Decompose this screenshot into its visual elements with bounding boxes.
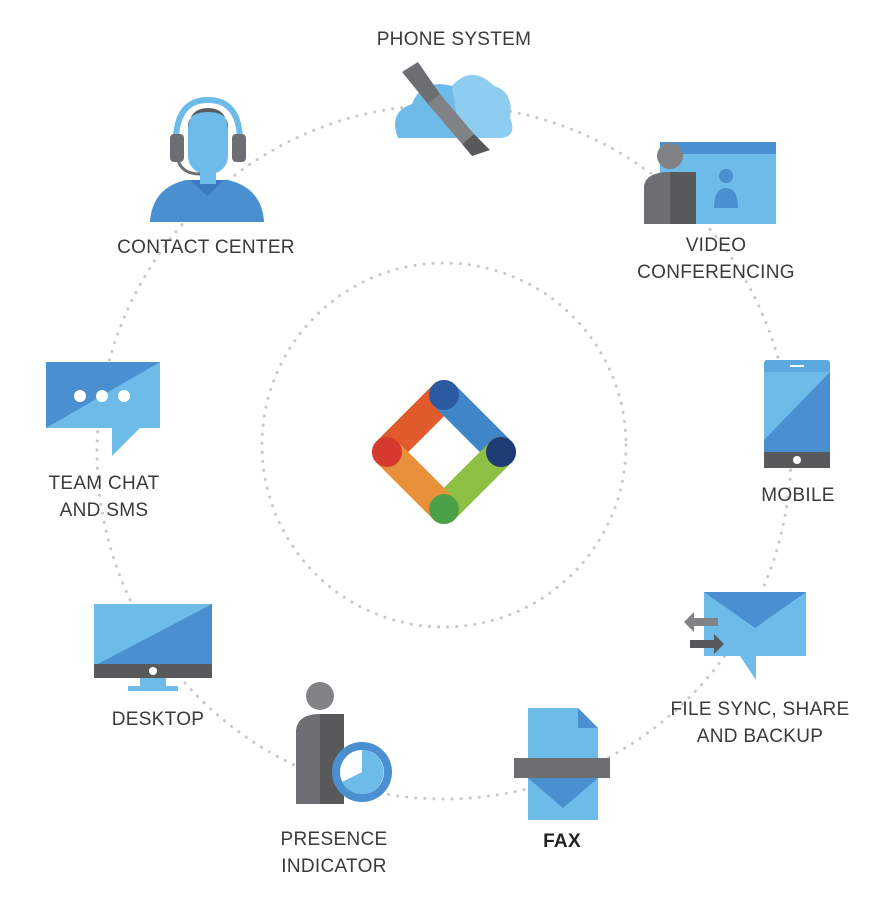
label-phone-system: PHONE SYSTEM bbox=[376, 29, 532, 50]
label-video-conferencing: VIDEO CONFERENCING bbox=[637, 235, 795, 283]
label-team-chat: TEAM CHAT AND SMS bbox=[48, 473, 160, 521]
diamond-logo-icon bbox=[372, 380, 516, 524]
file-sync-envelope-icon bbox=[684, 592, 806, 680]
label-file-sync: FILE SYNC, SHARE AND BACKUP bbox=[670, 699, 850, 747]
mobile-phone-icon bbox=[764, 360, 830, 468]
label-fax: FAX bbox=[543, 831, 581, 852]
headset-agent-icon bbox=[150, 96, 264, 222]
label-mobile: MOBILE bbox=[761, 485, 835, 506]
desktop-monitor-icon bbox=[94, 604, 212, 691]
inner-dotted-ring bbox=[260, 261, 628, 629]
fax-icon bbox=[514, 708, 610, 820]
label-presence-indicator: PRESENCE INDICATOR bbox=[280, 829, 388, 877]
video-conference-icon bbox=[644, 142, 776, 224]
phone-cloud-icon bbox=[395, 62, 513, 156]
label-contact-center: CONTACT CENTER bbox=[117, 237, 295, 258]
label-desktop: DESKTOP bbox=[111, 709, 205, 730]
chat-bubble-icon bbox=[46, 362, 160, 456]
presence-indicator-icon bbox=[296, 682, 392, 804]
